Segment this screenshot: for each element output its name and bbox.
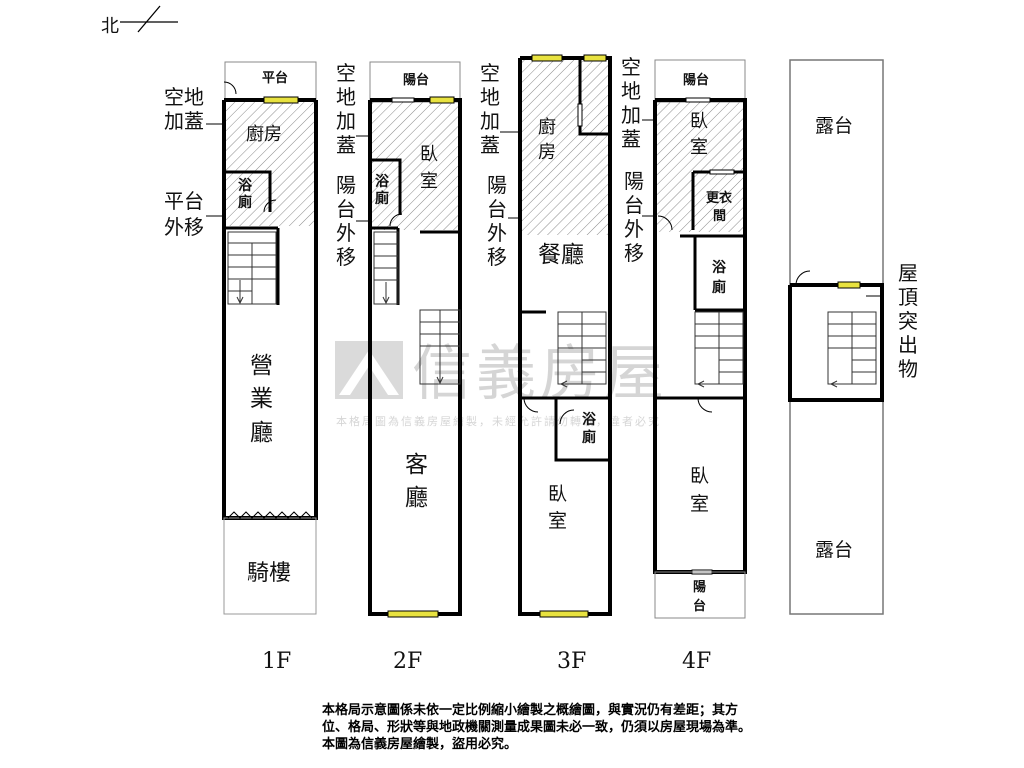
label-4f-addon-3: 加 bbox=[621, 103, 641, 127]
label-4f-bedroom-2: 室 bbox=[690, 493, 709, 515]
disclaimer-line-1: 本格局示意圖係未依一定比例縮小繪製之概繪圖，與實況仍有差距；其方 bbox=[322, 703, 739, 718]
label-2f-moved-3: 外 bbox=[336, 221, 356, 245]
north-label: 北 bbox=[101, 16, 119, 37]
label-2f-addon-4: 蓋 bbox=[336, 133, 356, 157]
label-3f-dining: 餐廳 bbox=[538, 242, 584, 268]
floor-2f: 陽台 臥 室 浴 廁 客 廳 空 地 加 蓋 陽 台 外 移 2F bbox=[336, 61, 462, 674]
label-4f-bedroom-top-2: 室 bbox=[690, 137, 708, 158]
label-1f-addon-1: 空地 bbox=[164, 85, 204, 109]
label-4f-balcony-bot-2: 台 bbox=[693, 598, 706, 614]
label-2f-moved-4: 移 bbox=[336, 245, 356, 269]
label-3f-bath-2: 廁 bbox=[582, 429, 596, 446]
label-4f-addon-4: 蓋 bbox=[621, 127, 641, 151]
label-roof-struct-3: 突 bbox=[898, 309, 918, 333]
label-2f-moved-2: 台 bbox=[336, 197, 356, 221]
label-4f-addon-1: 空 bbox=[621, 55, 641, 79]
label-1f-addon-2: 加蓋 bbox=[164, 109, 204, 133]
floor-3f-label: 3F bbox=[557, 649, 586, 674]
label-roof-terrace-top: 露台 bbox=[815, 115, 853, 137]
label-4f-bath-1: 浴 bbox=[712, 259, 727, 276]
label-1f-moved-1: 平台 bbox=[164, 189, 204, 213]
watermark: 信義房屋 本格局圖為信義房屋繪製，未經允許請勿轉載，違者必究 bbox=[335, 339, 664, 428]
label-3f-moved-1: 陽 bbox=[487, 173, 507, 197]
door-swing-icon bbox=[263, 199, 277, 213]
label-2f-addon-2: 地 bbox=[336, 85, 356, 109]
label-roof-terrace-bottom: 露台 bbox=[815, 539, 853, 561]
label-3f-bedroom-1: 臥 bbox=[548, 483, 567, 505]
label-4f-bedroom-top-1: 臥 bbox=[690, 111, 708, 132]
label-1f-hall-2: 業 bbox=[250, 386, 273, 412]
floor-roof: 露台 露台 屋 頂 突 出 物 bbox=[788, 59, 918, 615]
label-3f-bath-1: 浴 bbox=[582, 411, 597, 428]
label-2f-living-2: 廳 bbox=[405, 485, 428, 511]
watermark-notice: 本格局圖為信義房屋繪製，未經允許請勿轉載，違者必究 bbox=[336, 414, 661, 428]
floor-4f-label: 4F bbox=[682, 649, 711, 674]
label-3f-addon-4: 蓋 bbox=[480, 133, 500, 157]
label-1f-bath-2: 廁 bbox=[238, 194, 252, 211]
label-4f-bath-2: 廁 bbox=[712, 279, 726, 296]
label-1f-moved-2: 外移 bbox=[164, 215, 204, 239]
label-2f-bedroom-1: 臥 bbox=[420, 144, 438, 165]
label-1f-arcade: 騎樓 bbox=[247, 561, 291, 586]
compass: 北 bbox=[101, 5, 178, 37]
door-swing-icon bbox=[389, 213, 403, 227]
floor-1f-label: 1F bbox=[262, 649, 291, 674]
disclaimer-line-2: 位、格局、形狀等與地政機關測量成果圖未必一致，仍須以房屋現場為準。 bbox=[322, 720, 752, 735]
label-2f-bedroom-2: 室 bbox=[420, 171, 438, 192]
staircase-icon bbox=[827, 311, 877, 388]
label-2f-addon-1: 空 bbox=[336, 61, 356, 85]
label-1f-bath-1: 浴 bbox=[238, 177, 253, 194]
label-4f-balcony-top: 陽台 bbox=[683, 72, 709, 88]
label-3f-addon-1: 空 bbox=[480, 61, 500, 85]
label-4f-addon-2: 地 bbox=[621, 79, 641, 103]
floor-3f: 廚 房 餐廳 浴 廁 臥 室 空 地 加 蓋 陽 台 外 移 3F bbox=[480, 54, 612, 674]
label-3f-addon-3: 加 bbox=[480, 109, 500, 133]
label-4f-bedroom-1: 臥 bbox=[690, 465, 709, 487]
label-roof-struct-5: 物 bbox=[898, 357, 918, 381]
staircase-icon bbox=[557, 311, 607, 388]
label-3f-addon-2: 地 bbox=[480, 85, 500, 109]
label-roof-struct-2: 頂 bbox=[898, 285, 918, 309]
label-3f-moved-4: 移 bbox=[487, 245, 507, 269]
label-1f-hall-1: 營 bbox=[250, 353, 273, 379]
floor-2f-label: 2F bbox=[393, 649, 422, 674]
label-3f-bedroom-2: 室 bbox=[548, 510, 567, 532]
north-arrow-icon bbox=[137, 5, 161, 33]
label-1f-platform: 平台 bbox=[262, 70, 288, 86]
label-4f-moved-2: 台 bbox=[624, 193, 644, 217]
label-2f-living-1: 客 bbox=[405, 452, 428, 478]
label-4f-moved-1: 陽 bbox=[624, 169, 644, 193]
label-3f-kitchen-1: 廚 bbox=[538, 116, 556, 138]
staircase-icon bbox=[694, 311, 744, 388]
label-3f-moved-3: 外 bbox=[487, 221, 507, 245]
label-2f-bath-1: 浴 bbox=[375, 173, 390, 190]
window-icon bbox=[391, 97, 415, 103]
label-4f-closet-1: 更衣 bbox=[706, 190, 732, 206]
label-2f-moved-1: 陽 bbox=[336, 173, 356, 197]
disclaimer: 本格局示意圖係未依一定比例縮小繪製之概繪圖，與實況仍有差距；其方 位、格局、形狀… bbox=[322, 702, 862, 753]
label-3f-kitchen-2: 房 bbox=[538, 142, 556, 163]
staircase-icon bbox=[227, 231, 277, 305]
label-4f-moved-4: 移 bbox=[624, 241, 644, 265]
label-1f-hall-3: 廳 bbox=[250, 420, 273, 446]
floor-1f: 平台 廚房 浴 廁 營 業 廳 騎樓 空地 加蓋 平台 外移 1F bbox=[164, 61, 318, 674]
label-1f-kitchen: 廚房 bbox=[246, 123, 282, 145]
label-4f-balcony-bot-1: 陽 bbox=[693, 579, 706, 595]
label-2f-balcony: 陽台 bbox=[403, 72, 429, 88]
floor-4f: 陽台 臥 室 更衣 間 浴 廁 臥 室 陽 台 空 地 加 蓋 陽 台 外 移 … bbox=[621, 55, 747, 674]
window-icon bbox=[263, 96, 299, 104]
staircase-icon bbox=[373, 231, 461, 385]
label-2f-bath-2: 廁 bbox=[375, 190, 389, 207]
label-2f-addon-3: 加 bbox=[336, 109, 356, 133]
label-roof-struct-4: 出 bbox=[898, 333, 918, 357]
label-3f-moved-2: 台 bbox=[487, 197, 507, 221]
disclaimer-line-3: 本圖為信義房屋繪製，盜用必究。 bbox=[322, 737, 518, 752]
label-4f-moved-3: 外 bbox=[624, 217, 644, 241]
label-roof-struct-1: 屋 bbox=[898, 261, 918, 285]
label-4f-closet-2: 間 bbox=[713, 209, 726, 224]
